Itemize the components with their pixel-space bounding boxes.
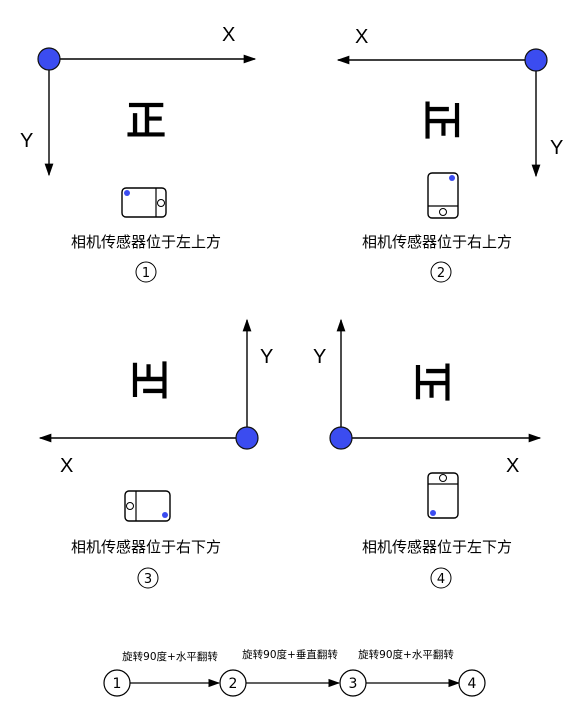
glyph-zheng-rotated: 正 <box>418 100 464 140</box>
panel-caption: 相机传感器位于右下方 <box>71 538 221 556</box>
panel-number: 3 <box>144 572 152 587</box>
panel-number-circle <box>135 261 157 283</box>
panel-4: X Y 正 相机传感器位于左下方 4 <box>313 318 542 589</box>
y-axis-label: Y <box>313 346 326 368</box>
flow-step-label: 旋转90度+垂直翻转 <box>242 648 338 661</box>
flow-node-circle <box>458 669 486 697</box>
panel-number-circle <box>430 261 452 283</box>
glyph-zheng-rotated: 正 <box>128 360 174 400</box>
camera-sensor-dot <box>162 512 168 518</box>
panel-number-circle <box>137 567 159 589</box>
y-axis-label: Y <box>550 137 563 159</box>
flow-node-label: 1 <box>113 676 122 692</box>
origin-dot <box>329 426 353 450</box>
flow-node-circle <box>219 669 247 697</box>
origin-dot <box>37 47 61 71</box>
origin-dot <box>524 48 548 72</box>
flow-node-label: 3 <box>349 676 358 692</box>
camera-sensor-dot <box>449 175 455 181</box>
panel-2: X Y 正 相机传感器位于右上方 2 <box>336 26 563 283</box>
y-axis-label: Y <box>20 130 33 152</box>
origin-dot <box>235 426 259 450</box>
camera-sensor-dot <box>124 190 130 196</box>
panel-number: 1 <box>142 266 150 281</box>
panel-number-circle <box>430 567 452 589</box>
panel-3: X Y 正 相机传感器位于右下方 3 <box>38 318 273 589</box>
y-axis-label: Y <box>260 346 273 368</box>
flow-node-circle <box>103 669 131 697</box>
panel-caption: 相机传感器位于右上方 <box>362 233 512 251</box>
panel-number: 4 <box>437 572 445 587</box>
phone-icon <box>121 187 167 218</box>
panel-1: X Y 正 相机传感器位于左上方 1 <box>20 24 257 283</box>
x-axis-label: X <box>355 26 368 48</box>
x-axis-label: X <box>222 24 235 46</box>
panel-caption: 相机传感器位于左下方 <box>362 538 512 556</box>
flow-node-label: 2 <box>229 676 238 692</box>
panel-number: 2 <box>437 266 445 281</box>
phone-icon <box>427 472 459 519</box>
flow-node-label: 4 <box>468 676 477 692</box>
camera-sensor-dot <box>430 510 436 516</box>
flow-step-label: 旋转90度+水平翻转 <box>358 648 454 661</box>
x-axis-label: X <box>60 455 73 477</box>
phone-icon <box>427 172 459 219</box>
glyph-zheng: 正 <box>126 98 166 144</box>
flow-node-circle <box>339 669 367 697</box>
glyph-zheng-rotated-flipped: 正 <box>411 362 457 402</box>
flow-step-label: 旋转90度+水平翻转 <box>122 650 218 663</box>
phone-icon <box>124 490 171 522</box>
transform-flow: 旋转90度+水平翻转 旋转90度+垂直翻转 旋转90度+水平翻转 1 2 3 4 <box>103 648 486 697</box>
panel-caption: 相机传感器位于左上方 <box>71 233 221 251</box>
x-axis-label: X <box>506 455 519 477</box>
